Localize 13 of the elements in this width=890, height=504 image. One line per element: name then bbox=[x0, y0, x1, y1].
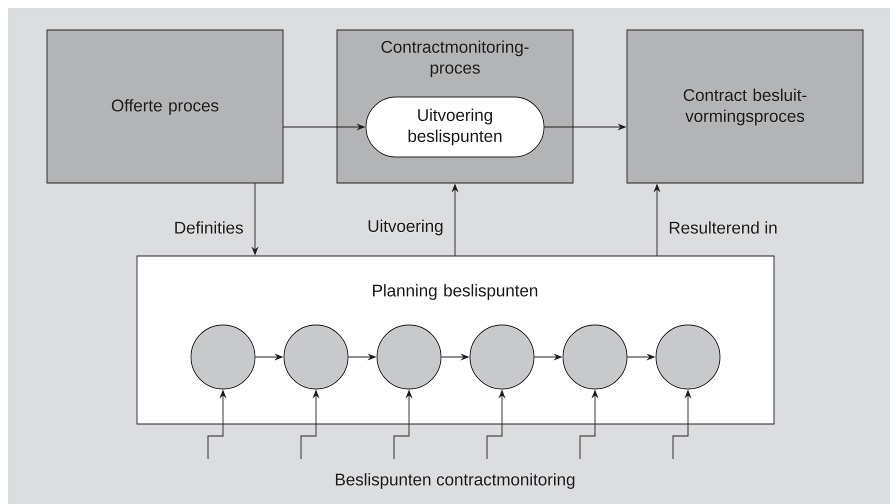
process-box: Offerte proces bbox=[46, 30, 284, 184]
caption-text: Beslispunten contractmonitoring bbox=[336, 473, 574, 489]
edge-label: Resulterend in bbox=[667, 220, 779, 235]
circle bbox=[656, 324, 720, 390]
edge-label: Definities bbox=[172, 220, 245, 235]
circle bbox=[376, 324, 442, 390]
rounded-box: Uitvoering beslispunten bbox=[366, 96, 544, 158]
edge-label: Uitvoering bbox=[366, 218, 445, 236]
circle bbox=[470, 324, 534, 390]
circle bbox=[284, 324, 348, 390]
process-box: Contract besluit-vormingsproces bbox=[626, 30, 864, 184]
circle bbox=[190, 324, 256, 390]
circle bbox=[562, 324, 628, 390]
